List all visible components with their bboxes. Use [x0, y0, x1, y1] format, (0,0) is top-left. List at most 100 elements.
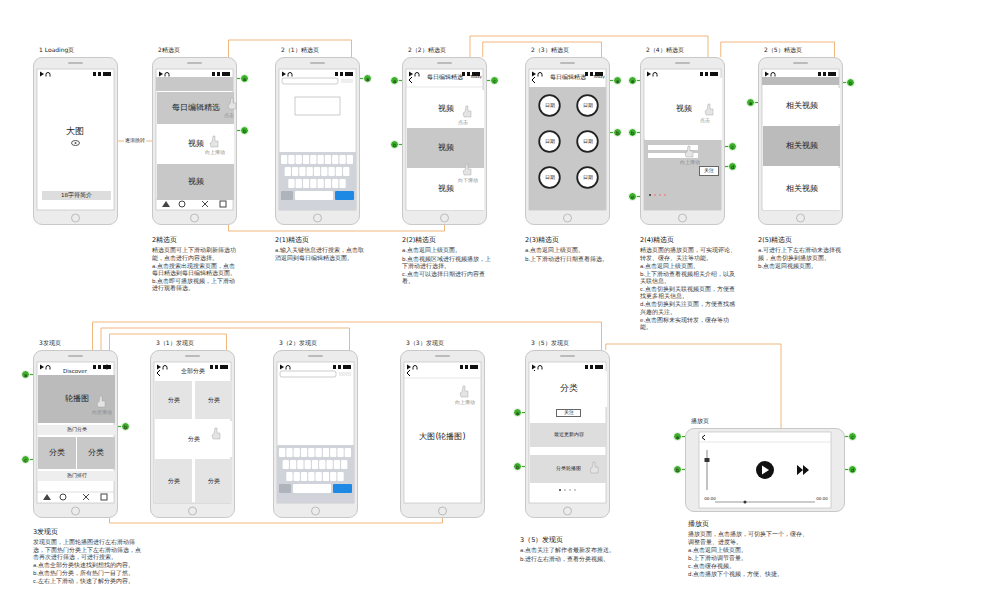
description-text: a.点击返回上级页面。	[640, 263, 738, 270]
description-text: b.点击热门分类，所有热门一目了然。	[33, 570, 145, 577]
screen-text: Today	[591, 75, 607, 80]
phone-frame: 3（1）发现页分类分类分类分类分类	[150, 350, 235, 518]
screen-text: 全部分类	[170, 368, 215, 374]
gesture-label: 向下滑动	[458, 178, 478, 183]
screen-title: 3（2）发现页	[279, 340, 317, 347]
node-text: 日期	[583, 103, 593, 109]
screen-text: 00:00	[700, 497, 720, 502]
gesture-label: 点击	[224, 113, 234, 118]
screen-title: 3（3）发现页	[406, 340, 444, 347]
node-text: 分类	[88, 449, 104, 458]
screen-text: 大图(轮播图)	[410, 432, 475, 441]
callout-letter: a	[628, 76, 637, 85]
description-text: c.点击可以选择日期进行内容查看。	[402, 271, 494, 285]
node-text: 分类	[208, 397, 220, 403]
node-text: 分类轮播图	[556, 466, 581, 472]
flow-connector	[101, 328, 350, 350]
phone-frame: 2（2）精选页视频视频视频	[402, 57, 487, 225]
callout-letter: b	[846, 78, 855, 87]
phone-art	[273, 350, 358, 518]
description-text: a.点击返回上级页面。	[688, 547, 813, 554]
date-circle: 日期	[538, 94, 561, 117]
node-text: 热门分类	[67, 427, 87, 433]
phone-frame: 2（5）精选页相关视频相关视频相关视频	[758, 57, 843, 225]
flow-connector	[721, 42, 835, 57]
content-band: 分类	[195, 459, 232, 503]
description-block: 2(4)精选页精选页面的播放页面，可实现评论、转发、缓存、关注等功能。 a.点击返…	[640, 236, 738, 332]
callout-letter: b	[390, 140, 399, 149]
callout-letter: b	[613, 128, 622, 137]
screen-title: 播放页	[691, 418, 709, 425]
content-band: 分类	[195, 381, 232, 419]
description-text: b.点击即可播放视频，上下滑动进行观看筛选。	[152, 278, 240, 292]
description-text: d.点击切换到关注页面，方便查找感兴趣的关注。	[640, 301, 738, 315]
screen-text: Discover	[55, 368, 95, 374]
description-text: a.点击返回上级页面。	[402, 247, 494, 254]
phone-frame: 2（1）精选页	[275, 57, 360, 225]
description-block: 2精选页精选页面可上下滑动刷新筛选功能，点击进行内容选择。a.点击搜索出现搜索页…	[152, 236, 240, 293]
callout-letter: a	[513, 408, 522, 417]
screen-text: 00:00	[812, 497, 832, 502]
content-band: 热门排行	[38, 471, 115, 481]
screen-title: 3（1）发现页	[156, 340, 194, 347]
callout-letter: a	[613, 76, 622, 85]
callout-letter: e	[628, 192, 637, 201]
content-band: 视频	[157, 124, 234, 164]
phone-frame: 3发现页轮播图热门分类分类分类热门排行	[33, 350, 118, 518]
node-text: 视频	[438, 185, 454, 194]
flow-connector	[110, 334, 227, 350]
phone-frame: 3（2）发现页	[273, 350, 358, 518]
content-band: 相关视频	[763, 168, 840, 210]
date-circle: 日期	[576, 166, 599, 189]
content-band: 视频	[407, 90, 484, 128]
description-text: e.点击图标来实现转发，缓存等功能。	[640, 317, 738, 331]
description-text: c.左右上下滑动，快速了解分类内容。	[33, 578, 145, 585]
description-text: b.进行左右滑动，查看分类视频。	[520, 556, 635, 563]
description-block: 2(5)精选页a.可进行上下左右滑动来选择视频，点击切换到播放页面。b.点击返回…	[758, 236, 850, 271]
screen-title: 2（2）精选页	[408, 47, 446, 54]
node-text: 分类	[560, 384, 578, 394]
callout-letter: b	[628, 128, 637, 137]
node-text: 相关视频	[786, 185, 818, 194]
node-text: 视频	[438, 105, 454, 114]
phone-frame: 2（3）精选页日期日期日期日期日期日期	[525, 57, 610, 225]
callout-letter: b	[121, 422, 130, 431]
screen-title: 1 Loading页	[39, 47, 74, 54]
description-text: a.点击返回上级页面。	[525, 247, 617, 254]
description-text: a.点击全部分类快速找到想找的内容。	[33, 562, 145, 569]
node-text: 视频	[676, 105, 692, 114]
follow-button: 关注	[699, 166, 719, 176]
callout-letter: b	[513, 462, 522, 471]
description-text: a.点击关注了解作者最新发布推送。	[520, 547, 635, 554]
description-heading: 2(4)精选页	[640, 236, 738, 244]
node-text: 相关视频	[786, 102, 818, 111]
content-band: 相关视频	[763, 88, 840, 124]
flow-connector	[93, 322, 602, 350]
description-text: b.点击视频区域进行视频播放，上下滑动进行选择。	[402, 256, 494, 270]
follow-button: 关注	[556, 409, 581, 417]
gesture-label: 点击	[458, 120, 468, 125]
content-band: 视频	[407, 168, 484, 210]
callout-letter: c	[21, 455, 30, 464]
description-text: 播放页面，点击播放，可切换下一个，缓存、调整音量、进度等。	[688, 531, 813, 545]
node-text: 日期	[545, 103, 555, 109]
gesture-label: 向上滑动	[680, 160, 700, 165]
description-text: 精选页面可上下滑动刷新筛选功能，点击进行内容选择。	[152, 247, 240, 261]
screen-title: 2（3）精选页	[531, 47, 569, 54]
node-text: 每日编辑精选	[172, 104, 220, 113]
gesture-label: 向上滑动	[455, 400, 475, 405]
content-band: 18字符简介	[42, 191, 111, 200]
description-text: 精选页面的播放页面，可实现评论、转发、缓存、关注等功能。	[640, 247, 738, 261]
content-band: 热门分类	[38, 425, 115, 435]
flow-connector	[483, 42, 602, 57]
description-text: b.点击返回视频页面。	[758, 263, 850, 270]
content-band: 轮播图	[38, 375, 115, 423]
node-text: 视频	[438, 144, 454, 153]
node-text: 分类	[208, 478, 220, 484]
phone-art	[275, 57, 360, 225]
screen-title: 3发现页	[39, 340, 61, 347]
callout-letter: a	[240, 74, 249, 83]
content-band: 分类	[155, 459, 192, 503]
description-block: 2(3)精选页a.点击返回上级页面。b.上下滑动进行日期查看筛选。	[525, 236, 617, 264]
description-text: 发现页面，上面轮播图进行左右滑动筛选，下面热门分类上下左右滑动筛选，点击再次进行…	[33, 539, 145, 560]
